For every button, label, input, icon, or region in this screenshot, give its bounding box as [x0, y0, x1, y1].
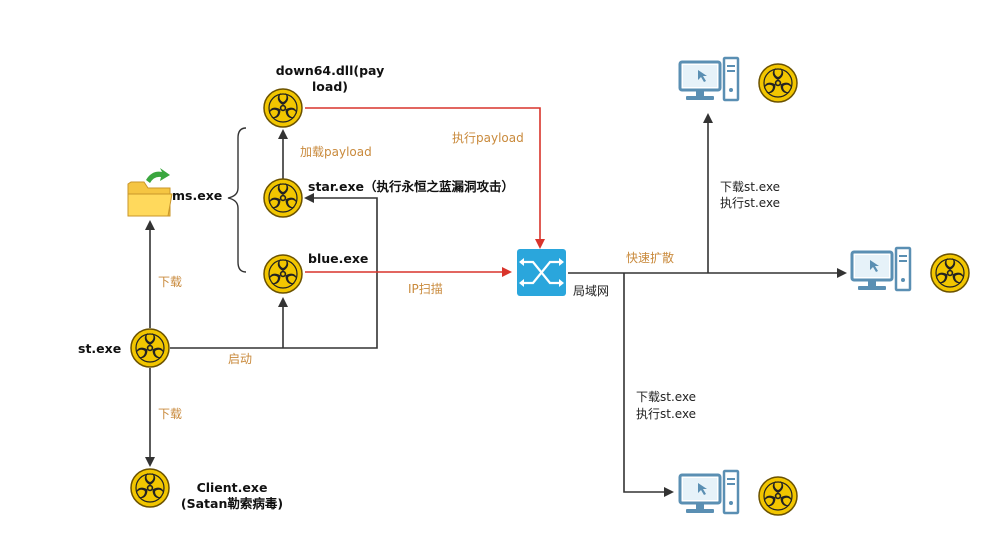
edge-label-bottom-download: 下载st.exe: [636, 390, 696, 404]
computer-icon: [850, 246, 912, 292]
edge-label-download-client: 下载: [158, 407, 182, 421]
edge-label-top-download: 下载st.exe: [720, 180, 780, 194]
edge-exec-payload: [305, 107, 545, 249]
lan-label: 局域网: [573, 284, 609, 298]
group-brace: [227, 127, 247, 273]
edge-label-bottom-exec: 执行st.exe: [636, 407, 696, 421]
star-label: star.exe（执行永恒之蓝漏洞攻击）: [308, 179, 514, 194]
target-pc-right: [850, 246, 970, 293]
node-st: st.exe: [78, 328, 170, 368]
st-label: st.exe: [78, 341, 121, 356]
edge-label-load-payload: 加载payload: [300, 145, 372, 159]
node-client: Client.exe (Satan勒索病毒): [130, 468, 283, 511]
down64-label-line1: down64.dll(pay: [276, 63, 385, 78]
biohazard-icon: [930, 253, 970, 293]
edge-label-fast-spread: 快速扩散: [626, 250, 674, 265]
edge-label-launch: 启动: [228, 352, 252, 366]
biohazard-icon: [130, 468, 170, 508]
ms-label: ms.exe: [172, 188, 222, 203]
biohazard-icon: [130, 328, 170, 368]
blue-label: blue.exe: [308, 251, 368, 266]
biohazard-icon: [263, 88, 303, 128]
biohazard-icon: [263, 254, 303, 294]
node-star: star.exe（执行永恒之蓝漏洞攻击）: [263, 178, 514, 218]
edge-label-ip-scan: IP扫描: [408, 282, 443, 296]
node-blue: blue.exe: [263, 251, 368, 294]
target-pc-top: [678, 56, 798, 103]
biohazard-icon: [263, 178, 303, 218]
biohazard-icon: [758, 476, 798, 516]
edge-label-download-ms: 下载: [158, 275, 182, 289]
switch-icon: [517, 249, 566, 296]
edge-lan-spread: [568, 113, 847, 497]
client-label-line2: (Satan勒索病毒): [181, 496, 283, 511]
folder-icon: [127, 168, 173, 217]
biohazard-icon: [758, 63, 798, 103]
computer-icon: [678, 469, 740, 515]
node-lan-switch: 局域网: [517, 249, 609, 298]
down64-label-line2: load): [312, 79, 348, 94]
client-label-line1: Client.exe: [197, 480, 268, 495]
edge-label-top-exec: 执行st.exe: [720, 196, 780, 210]
edge-st-launch: [170, 193, 378, 349]
node-ms: ms.exe: [127, 168, 222, 217]
computer-icon: [678, 56, 740, 102]
node-down64: down64.dll(pay load): [263, 63, 385, 128]
edge-label-exec-payload: 执行payload: [452, 131, 524, 145]
target-pc-bottom: [678, 469, 798, 516]
